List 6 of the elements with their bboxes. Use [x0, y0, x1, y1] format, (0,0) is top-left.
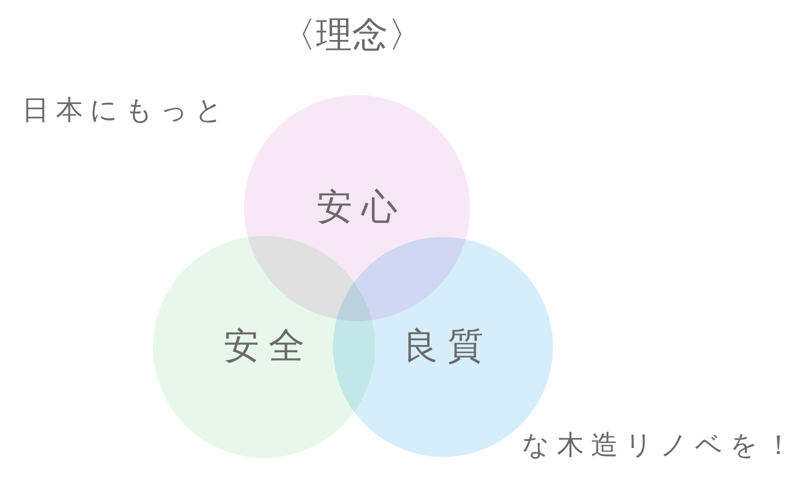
- slogan-text: 日本にもっと: [22, 95, 230, 128]
- diagram-title: 〈理念〉: [280, 14, 424, 58]
- circle-label: 安全: [224, 325, 314, 369]
- slogan-text: な木造リノベを！: [522, 430, 798, 462]
- circle-label: 良質: [402, 325, 492, 369]
- circle-label: 安心: [316, 186, 406, 230]
